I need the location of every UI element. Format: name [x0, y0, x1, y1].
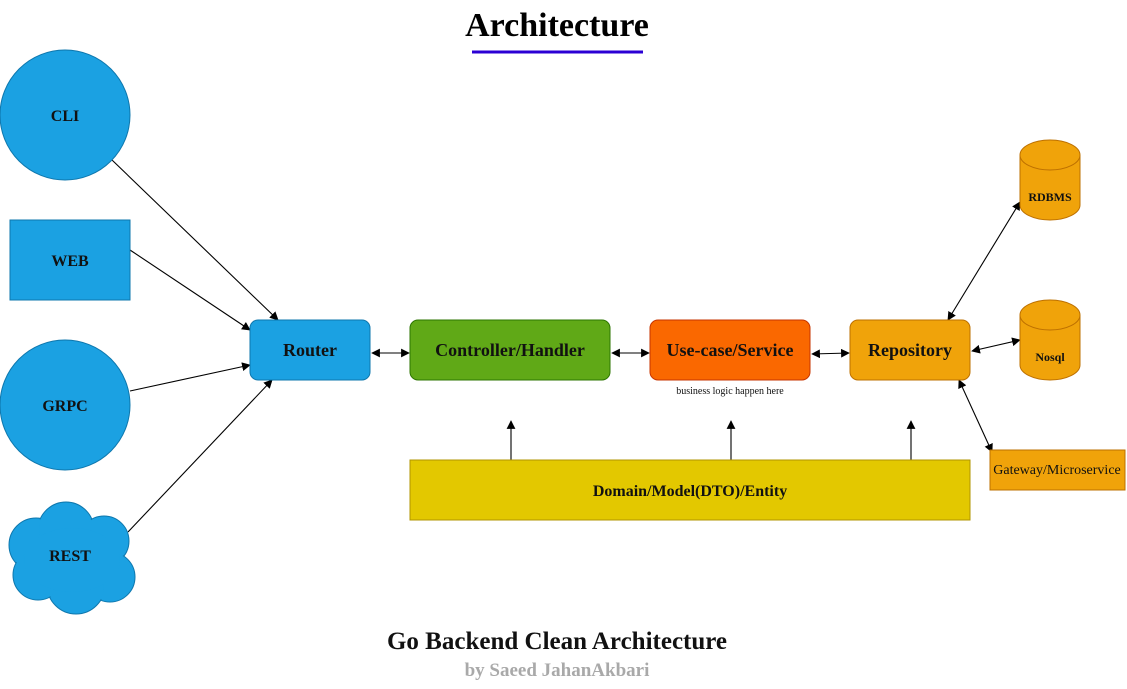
edge-repository-nosql	[971, 337, 1021, 354]
edge-rest-router	[127, 379, 273, 533]
router-box	[249, 319, 371, 381]
nosql-label: Nosql	[1035, 350, 1065, 364]
edge-repository-rdbms	[947, 201, 1021, 321]
service-note: business logic happen here	[676, 386, 784, 397]
nosql-cylinder	[1019, 315, 1081, 381]
nosql-cylinder-top	[1019, 299, 1081, 331]
web-box	[9, 219, 131, 301]
footer-title: Go Backend Clean Architecture	[387, 628, 727, 655]
service-node: Use-case/Service business logic happen h…	[649, 319, 811, 397]
edge-cli-router	[111, 159, 279, 321]
grpc-label: GRPC	[42, 398, 87, 415]
controller-label: Controller/Handler	[435, 340, 585, 360]
edge-repository-gateway	[958, 379, 993, 453]
edge-grpc-router	[129, 362, 251, 392]
footer-author: by Saeed JahanAkbari	[465, 660, 650, 681]
rdbms-label: RDBMS	[1028, 190, 1072, 204]
repository-node: Repository	[849, 319, 971, 381]
web-node: WEB	[9, 219, 131, 301]
domain-label: Domain/Model(DTO)/Entity	[593, 483, 787, 500]
cli-label: CLI	[51, 108, 79, 125]
domain-box	[409, 459, 971, 521]
web-label: WEB	[51, 253, 89, 270]
edges	[111, 159, 1021, 533]
grpc-circle	[0, 339, 131, 471]
gateway-box	[989, 449, 1126, 491]
gateway-label: Gateway/Microservice	[993, 463, 1121, 478]
service-box	[649, 319, 811, 381]
gateway-node: Gateway/Microservice	[989, 449, 1126, 491]
rest-node: REST	[8, 501, 136, 615]
domain-node: Domain/Model(DTO)/Entity	[409, 459, 971, 521]
rdbms-cylinder-top	[1019, 139, 1081, 171]
rdbms-node: RDBMS	[1019, 139, 1081, 221]
rdbms-cylinder	[1019, 155, 1081, 221]
rest-cloud-fill	[10, 503, 134, 613]
repository-box	[849, 319, 971, 381]
router-node: Router	[249, 319, 371, 381]
cli-node: CLI	[0, 49, 131, 181]
repository-label: Repository	[868, 340, 952, 360]
edge-web-router	[129, 249, 251, 331]
rest-label: REST	[49, 548, 91, 565]
grpc-node: GRPC	[0, 339, 131, 471]
nosql-node: Nosql	[1019, 299, 1081, 381]
cli-circle	[0, 49, 131, 181]
controller-node: Controller/Handler	[409, 319, 611, 381]
diagram-title: Architecture	[465, 7, 649, 44]
controller-box	[409, 319, 611, 381]
router-label: Router	[283, 340, 337, 360]
service-label: Use-case/Service	[667, 340, 794, 360]
edge-service-repository	[811, 348, 850, 359]
